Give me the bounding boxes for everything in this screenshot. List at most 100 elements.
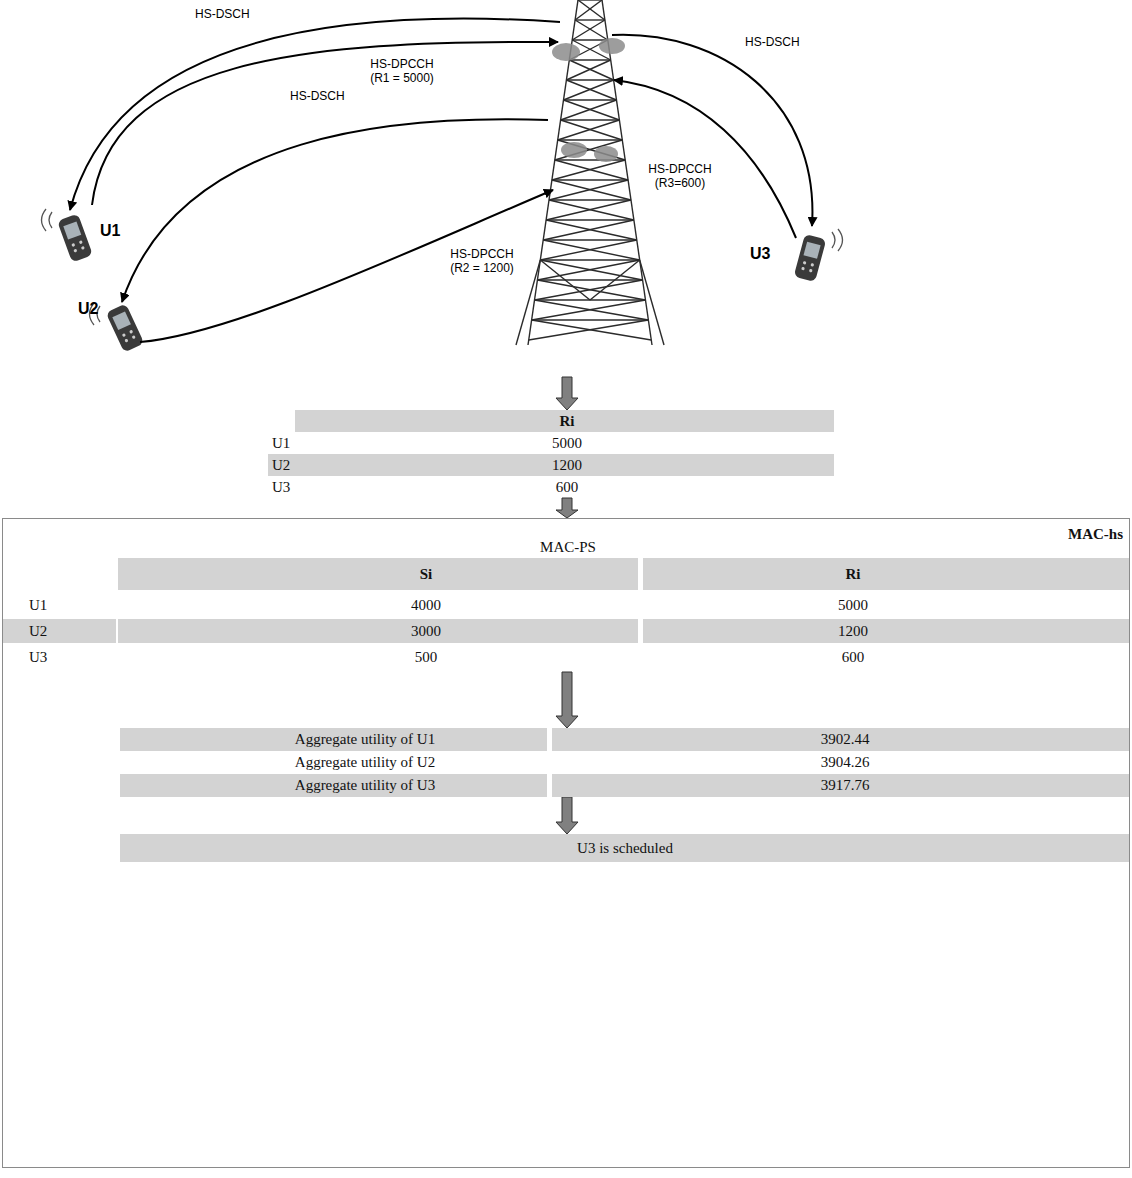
arrow-label: HS-DSCH (290, 90, 370, 104)
column-header: Ri (793, 558, 913, 590)
arrow-label: HS-DPCCH (R2 = 1200) (440, 248, 524, 276)
tower-strut (532, 300, 646, 320)
phone-u3 (794, 234, 827, 282)
value-cell: 3902.44 (785, 728, 905, 751)
utility-table: Aggregate utility of U1 3902.44Aggregate … (120, 728, 1129, 797)
tower-strut (640, 260, 664, 345)
row-label: U3 (29, 645, 89, 669)
row-label: U1 (272, 432, 312, 454)
tower-strut (572, 20, 605, 40)
table-band (3, 619, 116, 643)
tower-strut (575, 20, 608, 40)
value-cell: 3904.26 (785, 751, 905, 774)
tower-strut (543, 220, 634, 240)
value-cell: 1200 (793, 619, 913, 643)
table-band (118, 558, 638, 590)
tower-strut (552, 179, 628, 180)
tower-strut (552, 160, 625, 180)
tower-strut (578, 0, 602, 1)
table-band (118, 619, 638, 643)
arrow-label: HS-DPCCH (R1 = 5000) (360, 58, 444, 86)
tower-strut (540, 260, 590, 300)
tower-strut (540, 240, 636, 260)
tower-strut (564, 100, 620, 120)
mac-hs-box: MAC-hsMAC-PSSi RiU1 4000 5000U2 3000 1200U3 50… (2, 518, 1130, 1168)
value-cell: 600 (793, 645, 913, 669)
mac-ps-table: MAC-PSSi RiU1 4000 5000U2 3000 1200U3 500 600 (3, 536, 1129, 672)
value-cell: 5000 (507, 432, 627, 454)
tower-strut (549, 180, 628, 200)
radio-link-arrows (70, 19, 812, 342)
result-text: U3 is scheduled (375, 834, 875, 862)
tower-strut (546, 219, 634, 220)
tower-strut (555, 160, 628, 180)
tower-strut (546, 200, 631, 220)
tower-strut (566, 60, 610, 80)
tower-strut (575, 19, 605, 20)
antenna-blobs (552, 38, 625, 162)
base-station-tower (516, 0, 664, 345)
value-cell: 3000 (366, 619, 486, 643)
utility-label: Aggregate utility of U1 (215, 728, 515, 751)
tower-strut (566, 79, 613, 80)
value-cell: 4000 (366, 593, 486, 617)
tower-strut (561, 120, 623, 140)
tower-strut (552, 180, 631, 200)
value-cell: 3917.76 (785, 774, 905, 797)
tower-strut (529, 320, 649, 340)
table-band (643, 619, 1129, 643)
ri-table: RiU1 5000U2 1200U3 600 (268, 410, 834, 498)
value-cell: 5000 (793, 593, 913, 617)
tower-strut (566, 80, 616, 100)
value-cell: 1200 (507, 454, 627, 476)
table-band (268, 454, 834, 476)
tower-strut (532, 319, 649, 320)
user-label: U3 (750, 245, 784, 263)
box-title: MAC-hs (1051, 523, 1123, 545)
tower-strut (516, 260, 540, 345)
tower-strut (540, 259, 639, 260)
arrow-label: HS-DPCCH (R3=600) (638, 163, 722, 191)
utility-label: Aggregate utility of U2 (215, 751, 515, 774)
flow-arrow (556, 797, 578, 834)
column-header: Ri (507, 410, 627, 432)
tower-strut (543, 239, 637, 240)
value-cell: 500 (366, 645, 486, 669)
cell-area (10, 135, 1000, 377)
user-label: U1 (100, 222, 134, 240)
row-label: U3 (272, 476, 312, 498)
value-cell: 600 (507, 476, 627, 498)
tower-strut (564, 80, 614, 100)
tower-strut (578, 0, 605, 20)
phone-u1 (57, 214, 93, 263)
flow-arrow (556, 498, 578, 518)
cell-hexagon: HS-DPCCH (R3=600) U1HS-DPCCH (R2 = 1200) U… (10, 135, 1000, 377)
tower-strut (569, 59, 610, 60)
tower-strut (561, 119, 620, 120)
tower-strut (537, 279, 642, 280)
table-band (643, 558, 1129, 590)
row-label: U1 (29, 593, 89, 617)
arrow-label: HS-DSCH (745, 36, 825, 50)
row-label: U2 (272, 454, 312, 476)
tower-strut (558, 139, 623, 140)
row-label: U2 (29, 619, 89, 643)
flow-arrow (556, 377, 578, 410)
tower-strut (590, 260, 640, 300)
tower-strut (549, 199, 631, 200)
user-label: U2 (78, 300, 112, 318)
flow-arrow (556, 672, 578, 728)
tower-strut (564, 99, 617, 100)
column-header: Si (366, 558, 486, 590)
result-band: U3 is scheduled (120, 834, 1129, 862)
table-title: MAC-PS (488, 536, 648, 558)
tower-strut (558, 120, 620, 140)
tower-strut (575, 0, 602, 20)
tower-strut (561, 100, 617, 120)
utility-label: Aggregate utility of U3 (215, 774, 515, 797)
tower-strut (535, 280, 643, 300)
tower-strut (572, 39, 608, 40)
arrow-label: HS-DSCH (195, 8, 275, 22)
phone-u2 (106, 303, 145, 352)
tower-strut (569, 60, 613, 80)
